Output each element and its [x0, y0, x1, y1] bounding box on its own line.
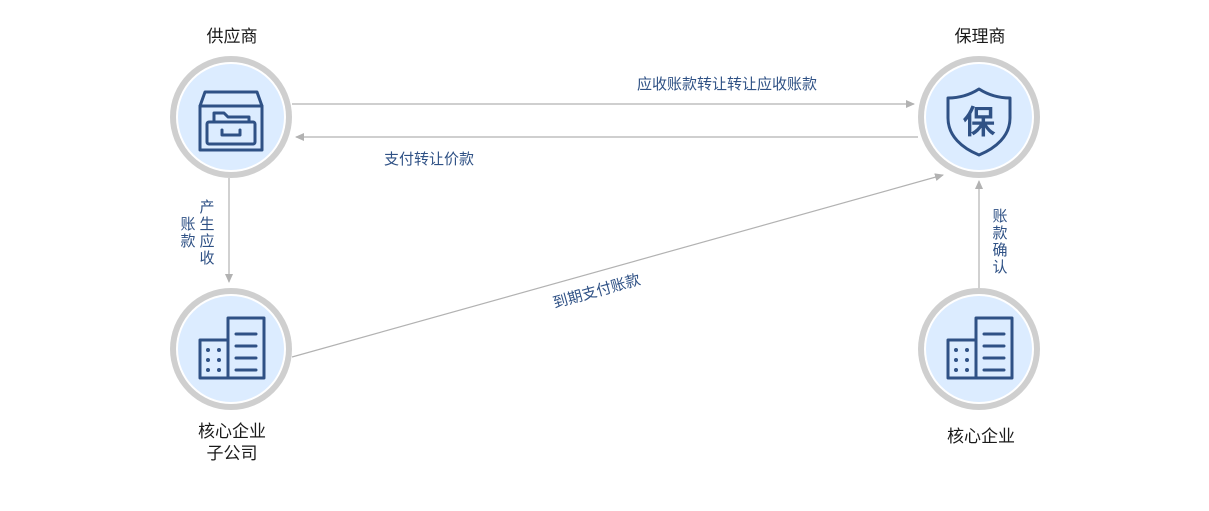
edge-label-confirm-receivable: 账 款 确 认	[992, 207, 1007, 276]
node-label-core: 核心企业	[947, 427, 1015, 447]
edge-label-generate-receivable: 产 生 应 收 账 款	[180, 198, 214, 267]
generate-char-1: 产	[199, 198, 214, 216]
generate-char-5: 账	[180, 215, 195, 233]
generate-char-3: 应	[199, 232, 214, 250]
confirm-char-2: 款	[992, 224, 1007, 242]
edge-label-factor-to-supplier: 支付转让价款	[384, 150, 474, 168]
confirm-char-1: 账	[992, 207, 1007, 225]
node-label-core-subsidiary-line2: 子公司	[207, 444, 258, 464]
edge-label-supplier-to-factor: 应收账款转让转让应收账款	[637, 75, 817, 93]
node-core-subsidiary: 核心企业 子公司	[170, 288, 292, 464]
node-label-core-subsidiary-line1: 核心企业	[198, 422, 266, 442]
shield-glyph: 保	[963, 103, 996, 141]
building-icon	[198, 316, 266, 380]
generate-char-4: 收	[199, 249, 214, 267]
node-supplier: 供应商	[170, 27, 292, 178]
node-factor: 保理商 保	[918, 27, 1040, 178]
generate-char-6: 款	[180, 232, 195, 250]
node-core: 核心企业	[918, 288, 1040, 447]
generate-char-2: 生	[199, 215, 214, 233]
confirm-char-4: 认	[992, 258, 1007, 276]
edge-maturity-payment	[291, 173, 944, 358]
node-label-factor: 保理商	[955, 27, 1006, 47]
shield-bao-icon: 保	[946, 87, 1012, 157]
folder-drawer-icon	[198, 90, 264, 152]
node-label-supplier: 供应商	[207, 27, 258, 47]
building-icon	[946, 316, 1014, 380]
edge-label-maturity-payment: 到期支付账款	[551, 270, 643, 312]
confirm-char-3: 确	[992, 241, 1007, 259]
